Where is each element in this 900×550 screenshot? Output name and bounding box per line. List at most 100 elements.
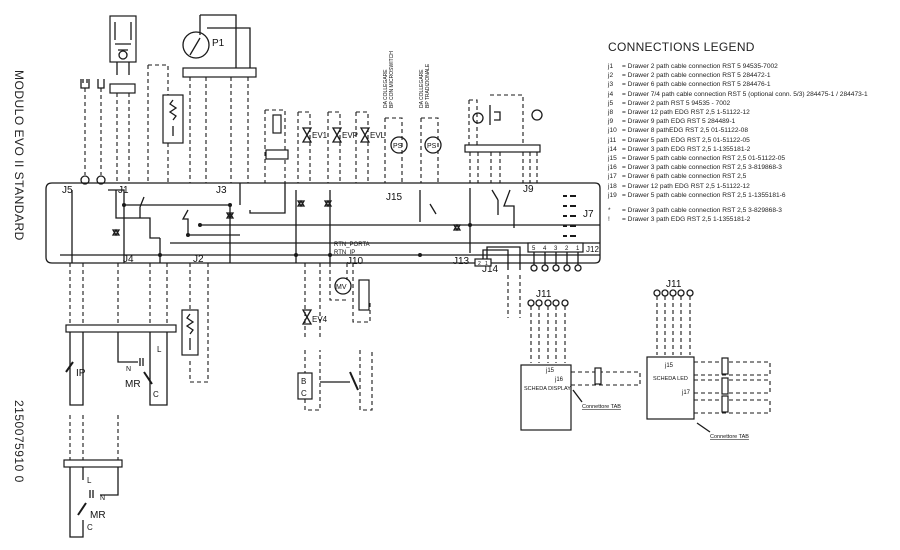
l2-label: L (87, 476, 92, 485)
ntc-sensor (264, 109, 289, 183)
motor-valve-mv: MV (329, 263, 371, 323)
j12-pin-2: 2 (565, 246, 569, 252)
bc-b-label: B (301, 377, 306, 386)
mr2-label: MR (90, 510, 106, 521)
legend-key: j15 (608, 155, 617, 163)
legend-item: j17= Drawer 6 path cable connection RST … (608, 172, 898, 181)
mains-filter (109, 15, 137, 183)
l1-label: L (157, 345, 162, 354)
pressure-switch-p1: P1 (182, 14, 257, 183)
legend-text: = Drawer 3 path EDG RST 2,5 1-1355181-2 (622, 145, 751, 153)
legend-item: j8 = Drawer 12 path EDG RST 2,5 1-51122-1… (608, 108, 898, 117)
legend-key: j1 (608, 63, 614, 70)
legend-item: j9= Drawer 9 path EDG RST 5 284489-1 (608, 117, 898, 126)
legend-text: = Drawer 6 path cable connection RST 5 2… (622, 81, 771, 89)
mv-label: MV (336, 284, 347, 291)
n2-label: N (100, 495, 105, 502)
evp-label: EVP (342, 131, 358, 140)
j7-pins (563, 195, 576, 237)
ps2-label: PS (427, 143, 437, 150)
legend-title: CONNECTIONS LEGEND (608, 40, 755, 54)
legend-key: j18 (608, 182, 617, 190)
heater-resistor-top (147, 64, 184, 183)
pressure-sensor-ps1: PS DA COLLEGARE BP CON MICROSWITCH (383, 51, 408, 183)
j13-pin-2: 2 (478, 261, 481, 267)
display-j16-label: j16 (554, 377, 564, 383)
main-board-outline (45, 182, 601, 264)
valve-evp: EVP (327, 111, 358, 183)
j12-pin-5: 5 (532, 246, 536, 252)
legend-key: j14 (608, 145, 617, 153)
p1-label: P1 (212, 38, 225, 49)
connector-j7-label: J7 (583, 209, 594, 220)
ps2-note-b: BP TRADIZIONALE (425, 63, 431, 108)
c1-label: C (153, 390, 159, 399)
legend-key: j3 (608, 81, 614, 89)
legend-key: j9 (608, 118, 614, 126)
legend-text: = Drawer 8 pathEDG RST 2,5 01-51122-08 (622, 127, 749, 135)
ev4-label: EV4 (312, 315, 328, 324)
legend-text: = Drawer 12 path EDG RST 2,5 1-51122-12 (622, 109, 750, 117)
bc-c-label: C (301, 389, 307, 398)
j12-connector: 5 4 3 2 1 (527, 242, 584, 272)
legend-item: j2= Drawer 2 path cable connection RST 5… (608, 71, 898, 80)
j13-pin-1: 1 (485, 261, 488, 267)
legend-key: j10 (608, 127, 617, 135)
legend-note-key: * (608, 207, 611, 215)
legend-item: j1 = Drawer 2 path cable connection RST 5… (608, 62, 898, 71)
display-board: J11 j15 j16 SCHEDA DISPLAY Connettore TA… (520, 289, 641, 431)
legend-key: j5 (608, 99, 614, 107)
connector-j14-label: J14 (482, 264, 499, 275)
ip-label: IP (76, 368, 86, 379)
legend-text: = Drawer 2 path cable connection RST 5 9… (622, 63, 778, 70)
triac-symbol (323, 199, 333, 208)
legend-note: * = Drawer 3 path cable connection RST 2,… (608, 206, 898, 215)
led-j15-label: j15 (664, 363, 674, 369)
led-j17-label: j17 (681, 390, 691, 396)
valve-ev1: EV1 (297, 111, 328, 183)
legend-item: j19 = Drawer 5 path cable connection RST … (608, 191, 898, 200)
legend-note-text: = Drawer 3 path EDG RST 2,5 1-1355181-2 (622, 216, 751, 224)
triac-symbol (296, 199, 306, 208)
rtn-ip-label: RTN_IP (334, 250, 355, 256)
triac-symbol (225, 211, 235, 220)
legend-item: j5= Drawer 2 path RST 5 94535 - 7002 (608, 99, 898, 108)
j12-pin-3: 3 (554, 246, 558, 252)
legend-item: j10 = Drawer 8 pathEDG RST 2,5 01-51122-0… (608, 126, 898, 135)
legend-item: j15 = Drawer 5 path cable connection RST … (608, 154, 898, 163)
legend-text: = Drawer 2 path cable connection RST 5 2… (622, 72, 771, 80)
board-traces (60, 183, 600, 263)
legend-text: = Drawer 5 path cable connection RST 2,5… (622, 155, 786, 163)
triac-symbol (111, 228, 121, 237)
door-switch-bc: B C (297, 350, 373, 411)
legend-key: j8 (608, 109, 614, 117)
j11-display-label: J11 (536, 289, 552, 300)
led-board: J11 j15 j17 SCHEDA LED Connettore TAB (646, 279, 771, 440)
legend-item: j18= Drawer 12 path EDG RST 2,5 1-51122-… (608, 182, 898, 191)
mr1-label: MR (125, 379, 141, 390)
connector-j3-label: J3 (216, 185, 227, 196)
legend-text: = Drawer 5 path cable connection RST 2,5… (622, 191, 786, 199)
legend-text: = Drawer 7/4 path cable connection RST 5… (622, 90, 868, 98)
legend-item: j4= Drawer 7/4 path cable connection RST… (608, 90, 898, 99)
n1-label: N (126, 366, 131, 373)
motor-thermo-block (464, 94, 543, 183)
connector-j13-label: J13 (453, 256, 470, 267)
legend-note-text: = Drawer 3 path cable connection RST 2,5… (622, 207, 782, 215)
connector-j5-label: J5 (62, 185, 73, 196)
legend-item: j14 = Drawer 3 path EDG RST 2,5 1-1355181… (608, 145, 898, 154)
ev1-label: EV1 (312, 131, 328, 140)
connector-j12-label: J12 (586, 245, 599, 254)
legend-key: j11 (608, 136, 617, 144)
connector-j15-label: J15 (386, 192, 403, 203)
triac-symbol (452, 223, 462, 232)
legend-note: ! = Drawer 3 path EDG RST 2,5 1-1355181-2 (608, 215, 898, 224)
legend-key: j19 (608, 191, 617, 199)
heater-resistor-bottom (181, 263, 209, 383)
legend-item: j16= Drawer 3 path cable connection RST … (608, 163, 898, 172)
j13-j14-connectors: 2 1 (474, 246, 521, 318)
legend-note-key: ! (608, 216, 610, 224)
connettore-tab-led: Connettore TAB (710, 434, 749, 440)
legend-key: j16 (608, 164, 617, 172)
ps1-note-b: BP CON MICROSWITCH (389, 51, 395, 108)
